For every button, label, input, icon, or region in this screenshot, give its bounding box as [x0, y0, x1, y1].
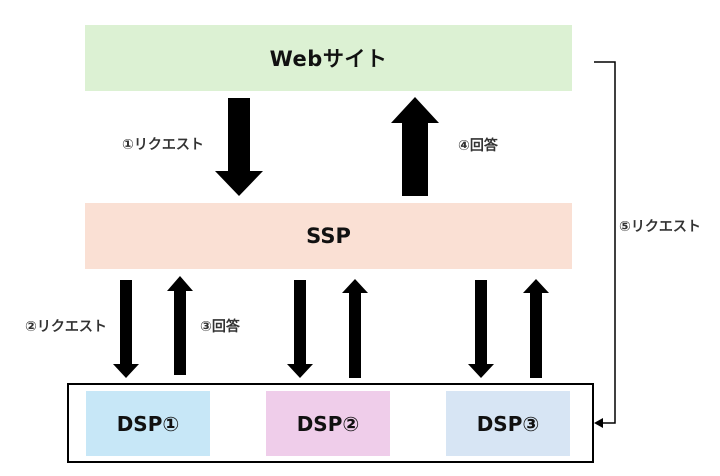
answer-3-arrow-dsp3 — [523, 279, 549, 378]
dsp3-box: DSP③ — [446, 391, 570, 456]
website-label: Webサイト — [269, 47, 388, 71]
request-2-label: ②リクエスト — [25, 319, 107, 335]
request-1-label: ①リクエスト — [122, 137, 204, 153]
answer-3-arrow-dsp1 — [167, 276, 193, 375]
answer-4-label: ④回答 — [458, 138, 498, 154]
ssp-label: SSP — [306, 224, 351, 248]
request-5-connector — [594, 61, 616, 424]
request-5-arrowhead — [594, 418, 603, 428]
dsp2-box: DSP② — [266, 391, 390, 456]
answer-3-arrow-dsp2 — [342, 279, 368, 378]
website-box: Webサイト — [85, 25, 572, 91]
dsp-group-frame — [67, 383, 594, 463]
answer-3-label: ③回答 — [200, 319, 240, 335]
request-1-arrow — [215, 98, 263, 196]
request-2-arrow-dsp3 — [468, 280, 494, 378]
request-2-arrow-dsp1 — [113, 280, 139, 378]
request-5-label: ⑤リクエスト — [619, 219, 701, 235]
answer-4-arrow — [391, 97, 439, 196]
ssp-box: SSP — [85, 203, 572, 269]
dsp1-box: DSP① — [86, 391, 210, 456]
dsp1-label: DSP① — [116, 411, 180, 436]
dsp3-label: DSP③ — [476, 411, 540, 436]
request-2-arrow-dsp2 — [287, 280, 313, 378]
dsp2-label: DSP② — [296, 411, 360, 436]
